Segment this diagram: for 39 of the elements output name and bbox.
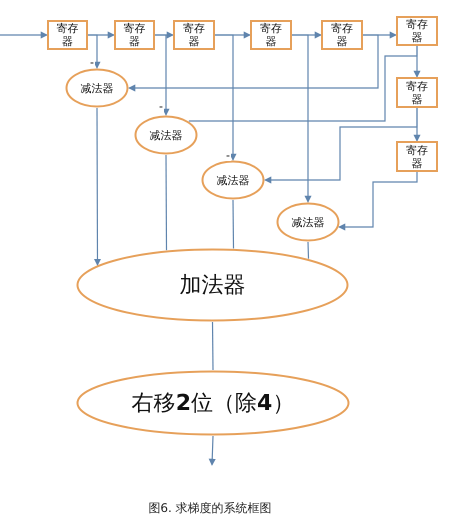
register-box (47, 20, 88, 50)
connector-arrow (94, 108, 102, 266)
node-label: 寄存器 (182, 22, 206, 48)
process-ellipse (134, 115, 198, 155)
node-label: 寄存器 (405, 80, 429, 106)
connector-arrow (0, 31, 48, 39)
node-label: 寄存器 (405, 18, 429, 44)
node-label: 减法器 (80, 80, 114, 96)
register-box (250, 20, 292, 50)
register-box (396, 141, 438, 172)
connector-arrow (338, 172, 418, 231)
node-label: 减法器 (216, 172, 250, 188)
connector-arrow (155, 34, 170, 116)
register-box (396, 16, 438, 46)
register-box (321, 20, 363, 50)
node-label: 减法器 (150, 128, 182, 142)
register-box (173, 20, 215, 50)
node-label: 寄存器 (330, 22, 354, 48)
register-box (114, 20, 155, 50)
connector-arrow (208, 436, 216, 466)
connector-arrow (264, 108, 418, 184)
figure-caption: 图6. 求梯度的系统框图 (147, 500, 273, 517)
connector-arrow (128, 34, 379, 92)
connector-arrow (88, 34, 101, 69)
process-ellipse (76, 248, 349, 322)
node-label: 寄存器 (259, 22, 283, 48)
node-label: 减法器 (292, 214, 324, 230)
node-label: 寄存器 (405, 144, 429, 170)
process-ellipse (76, 370, 350, 436)
process-ellipse (201, 160, 265, 200)
connector-arrow (292, 34, 312, 203)
node-label: 寄存器 (56, 22, 80, 48)
process-ellipse (276, 202, 340, 242)
process-ellipse (65, 68, 129, 108)
node-label: 加法器 (180, 272, 246, 300)
connector-arrow (215, 34, 237, 161)
register-box (396, 77, 438, 108)
node-label: 寄存器 (122, 22, 146, 48)
node-label: 右移2位（除4） (132, 390, 294, 418)
